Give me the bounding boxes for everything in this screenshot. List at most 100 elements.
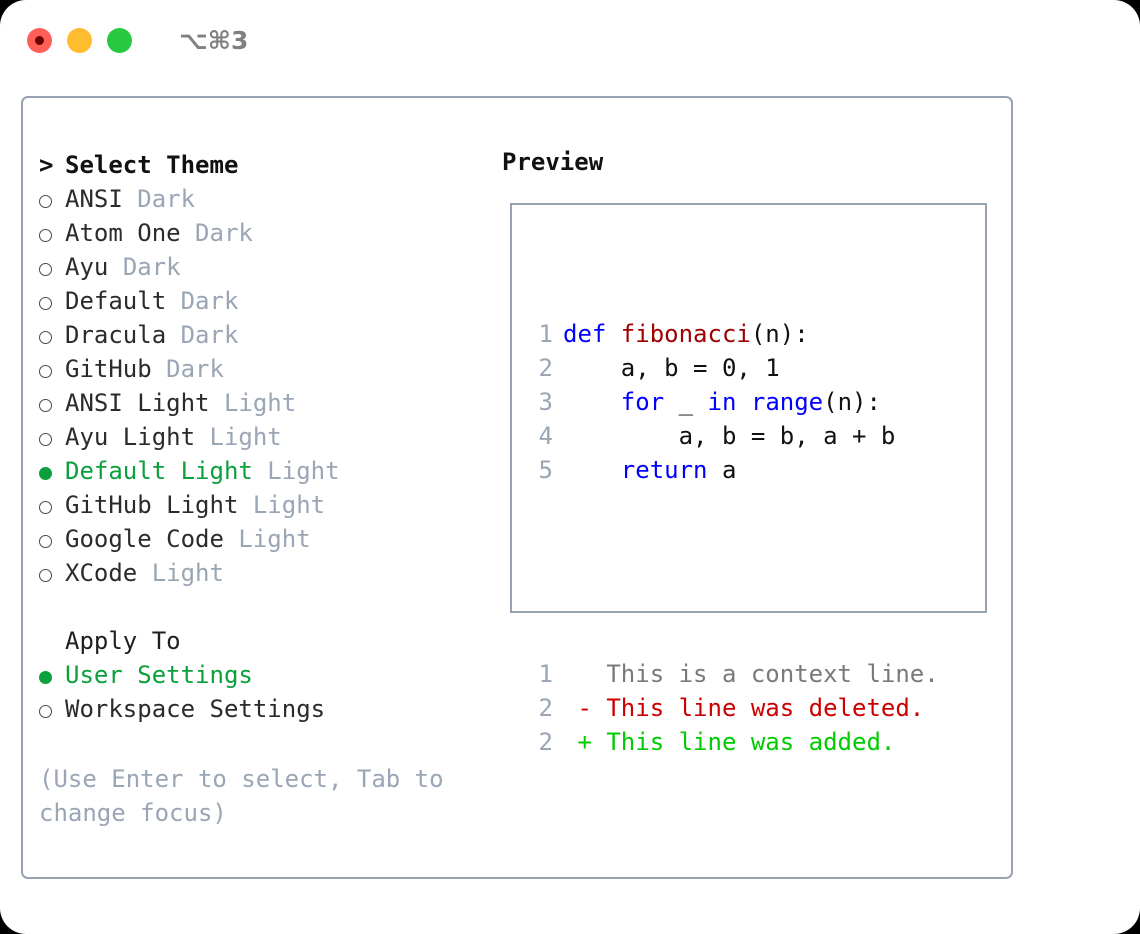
theme-option-row[interactable]: ANSI Light Light <box>39 386 489 420</box>
theme-option-name: GitHub Light <box>65 491 239 519</box>
theme-option-kind: Light <box>238 525 311 553</box>
theme-option-name: ANSI <box>65 185 123 213</box>
theme-option-row[interactable]: Default Light Light <box>39 454 489 488</box>
code-token: a <box>707 456 737 484</box>
apply-to-option-row[interactable]: Workspace Settings <box>39 692 489 726</box>
code-line-number: 2 <box>538 354 553 382</box>
theme-option-row[interactable]: Google Code Light <box>39 522 489 556</box>
code-line: 4 a, b = b, a + b <box>529 419 939 453</box>
radio-unselected-icon[interactable] <box>39 318 65 352</box>
theme-option-kind: Light <box>151 559 224 587</box>
preview-title: Preview <box>502 148 604 176</box>
minimize-window-button[interactable] <box>67 27 92 53</box>
radio-unselected-icon[interactable] <box>39 386 65 420</box>
code-token <box>563 453 621 487</box>
diff-line: 2 - This line was deleted. <box>529 691 939 725</box>
bullet-glyph <box>39 229 52 242</box>
theme-option-name: Ayu <box>65 253 109 281</box>
code-token: for <box>620 388 665 416</box>
radio-unselected-icon[interactable] <box>39 420 65 454</box>
diff-sign: + <box>563 728 607 756</box>
diff-text: This line was deleted. <box>606 694 925 722</box>
theme-option-name: XCode <box>65 559 138 587</box>
radio-unselected-icon[interactable] <box>39 182 65 216</box>
diff-sign: - <box>563 694 607 722</box>
bullet-glyph <box>39 501 52 514</box>
bullet-glyph <box>39 365 52 378</box>
apply-to-title: Apply To <box>65 627 181 655</box>
radio-unselected-icon[interactable] <box>39 216 65 250</box>
theme-option-row[interactable]: Ayu Light Light <box>39 420 489 454</box>
theme-option-kind: Dark <box>195 219 253 247</box>
code-token: (n): <box>823 388 881 416</box>
code-token: a, b = b, a + b <box>563 422 896 450</box>
apply-to-header: Apply To <box>39 624 489 658</box>
name-kind-gap <box>181 216 195 250</box>
bullet-glyph <box>39 331 52 344</box>
bullet-glyph <box>39 297 52 310</box>
theme-option-row[interactable]: Default Dark <box>39 284 489 318</box>
name-kind-gap <box>152 352 166 386</box>
theme-option-name: GitHub <box>65 355 152 383</box>
diff-text: This line was added. <box>606 728 896 756</box>
radio-unselected-icon[interactable] <box>39 522 65 556</box>
theme-option-row[interactable]: Atom One Dark <box>39 216 489 250</box>
code-token: def <box>563 320 621 348</box>
theme-option-row[interactable]: Dracula Dark <box>39 318 489 352</box>
apply-to-option-label: Workspace Settings <box>65 695 326 723</box>
theme-option-row[interactable]: GitHub Dark <box>39 352 489 386</box>
theme-option-name: Ayu Light <box>65 423 196 451</box>
theme-option-kind: Dark <box>180 287 239 315</box>
caret-icon: > <box>39 151 54 179</box>
code-line-number: 5 <box>538 456 553 484</box>
theme-option-row[interactable]: ANSI Dark <box>39 182 489 216</box>
diff-line-number: 2 <box>538 728 553 756</box>
theme-option-row[interactable]: GitHub Light Light <box>39 488 489 522</box>
bullet-glyph <box>39 535 52 548</box>
apply-to-option-row[interactable]: User Settings <box>39 658 489 692</box>
theme-option-kind: Light <box>267 457 340 485</box>
select-theme-label: Select Theme <box>65 151 239 179</box>
radio-unselected-icon[interactable] <box>39 352 65 386</box>
radio-unselected-icon[interactable] <box>39 250 65 284</box>
code-line: 3 for _ in range(n): <box>529 385 939 419</box>
theme-option-name: ANSI Light <box>65 389 210 417</box>
name-kind-gap <box>123 182 137 216</box>
code-token: return <box>620 456 708 484</box>
code-line: 5 return a <box>529 453 939 487</box>
radio-selected-icon[interactable] <box>39 454 65 488</box>
radio-unselected-icon[interactable] <box>39 284 65 318</box>
theme-option-name: Google Code <box>65 525 224 553</box>
theme-option-row[interactable]: XCode Light <box>39 556 489 590</box>
window-titlebar: ⌥⌘3 <box>0 0 1140 80</box>
theme-option-name: Atom One <box>65 219 181 247</box>
radio-selected-icon[interactable] <box>39 658 65 692</box>
radio-unselected-icon[interactable] <box>39 488 65 522</box>
diff-line: 1 This is a context line. <box>529 657 939 691</box>
name-kind-gap <box>108 250 122 284</box>
code-line: 2 a, b = 0, 1 <box>529 351 939 385</box>
theme-option-kind: Light <box>209 423 282 451</box>
theme-option-kind: Dark <box>180 321 239 349</box>
code-line-number: 4 <box>538 422 553 450</box>
bullet-glyph <box>39 671 52 684</box>
close-window-button[interactable] <box>27 27 52 53</box>
maximize-window-button[interactable] <box>107 27 132 53</box>
theme-option-row[interactable]: Ayu Dark <box>39 250 489 284</box>
code-token: _ <box>664 388 708 416</box>
diff-line-number: 2 <box>538 694 553 722</box>
radio-unselected-icon[interactable] <box>39 692 65 726</box>
radio-unselected-icon[interactable] <box>39 556 65 590</box>
bullet-glyph <box>39 467 52 480</box>
diff-sign <box>563 657 606 691</box>
list-spacer <box>39 590 489 624</box>
diff-line: 2 + This line was added. <box>529 725 939 759</box>
theme-option-kind: Dark <box>137 185 196 213</box>
